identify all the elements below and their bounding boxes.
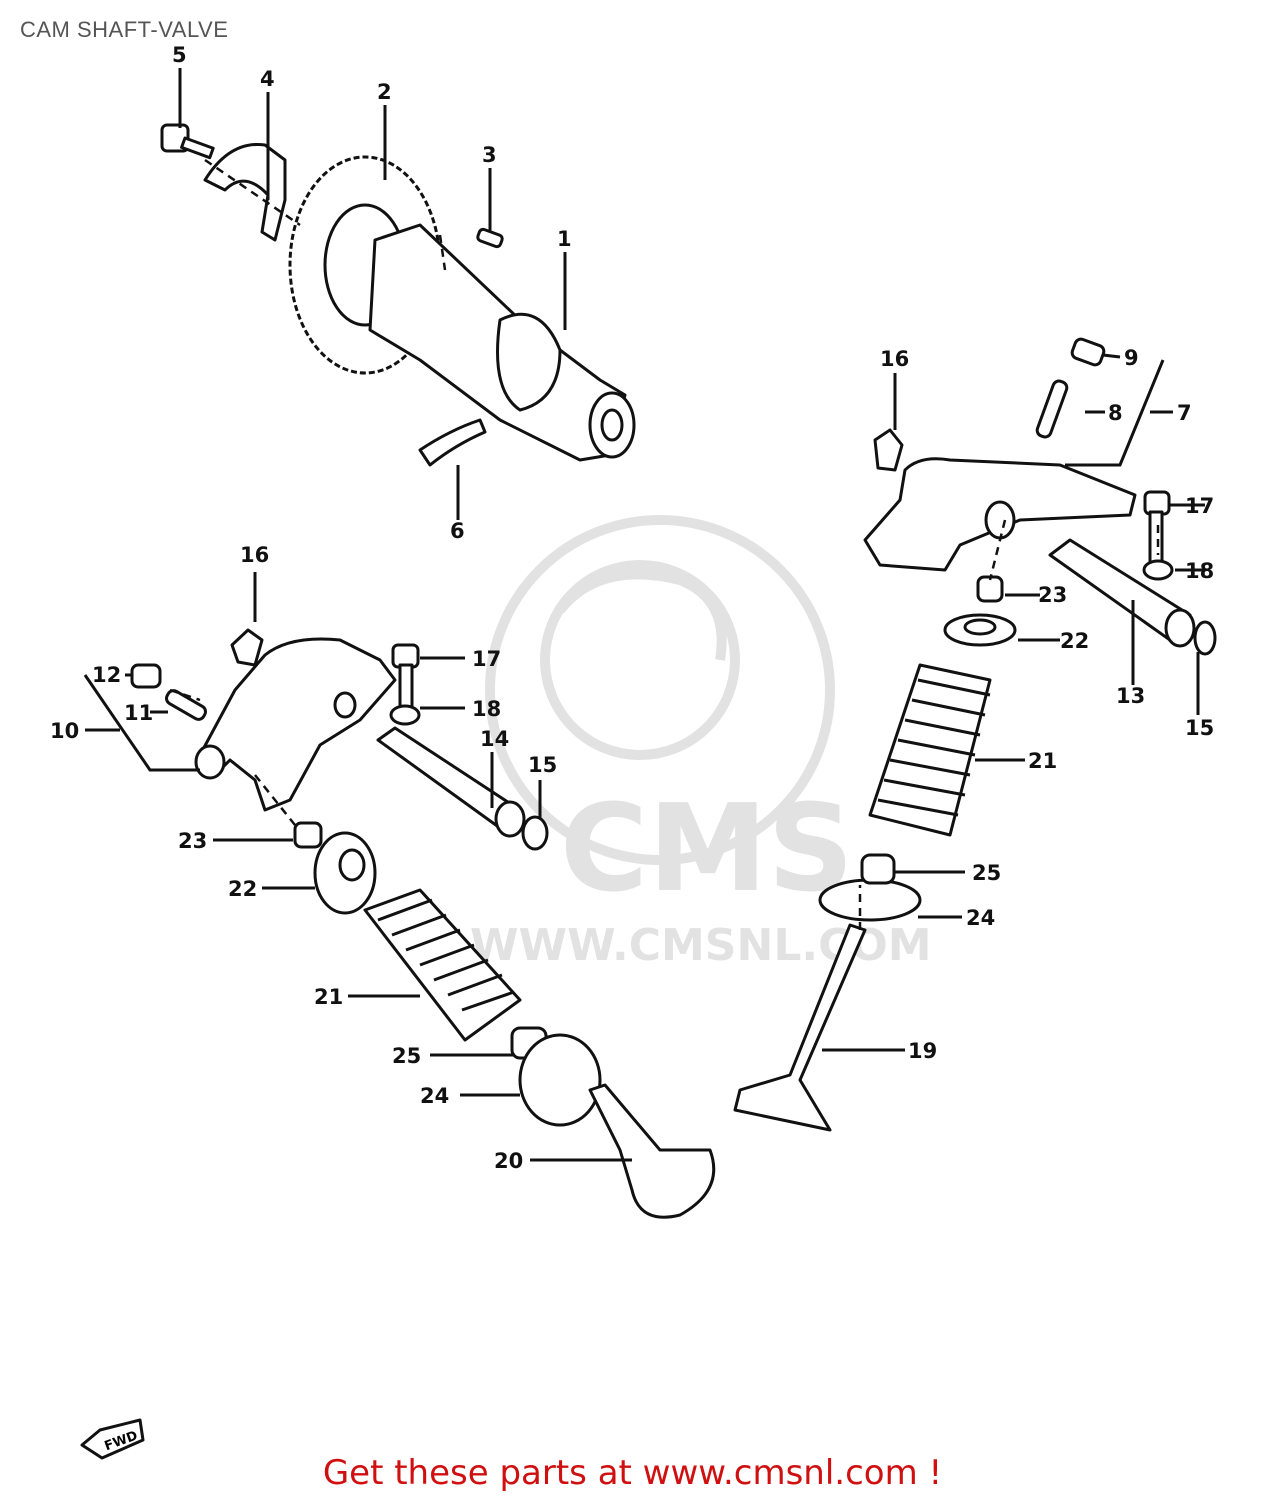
callout-25-left: 25 [392,1044,421,1068]
callout-20: 20 [494,1149,523,1173]
footer-parts-link[interactable]: Get these parts at www.cmsnl.com ! [322,1453,943,1493]
rocker-shaft-exhaust[interactable] [1048,538,1196,648]
callout-23-left: 23 [178,829,207,853]
callout-5: 5 [172,43,187,67]
callout-2: 2 [377,80,392,104]
callout-16-left: 16 [240,543,269,567]
valve-spring-right[interactable] [868,663,992,837]
callout-8: 8 [1108,401,1123,425]
camshaft[interactable] [368,223,636,462]
callout-7: 7 [1177,401,1192,425]
callout-16-right: 16 [880,347,909,371]
cap-left[interactable] [293,821,323,849]
exhaust-valve[interactable] [733,923,867,1132]
leader-lines [83,68,1205,1162]
valve-spring-left[interactable] [363,888,522,1042]
callout-24-left: 24 [420,1084,449,1108]
adjusting-screw-upper[interactable] [1035,379,1069,439]
lock-nut-upper[interactable] [1070,337,1106,367]
adjusting-screw-left[interactable] [164,688,207,721]
callout-11: 11 [124,701,153,725]
lock-nut-left[interactable] [130,663,162,689]
callout-4: 4 [260,67,275,91]
rocker-arm-intake[interactable] [194,637,397,812]
callout-15-left: 15 [528,753,557,777]
callout-22-left: 22 [228,877,257,901]
cap-right[interactable] [976,575,1004,603]
intake-valve[interactable] [588,1083,716,1219]
retainer-right[interactable] [943,613,1017,647]
callout-25-right: 25 [972,861,1001,885]
retainer-lower-right[interactable] [818,878,922,922]
callout-18-right: 18 [1185,559,1214,583]
gasket-right[interactable] [873,428,904,472]
camshaft-thrust-washer[interactable] [418,418,487,467]
rocker-arm-exhaust[interactable] [863,457,1137,572]
o-ring-right[interactable] [1193,620,1217,656]
cam-chain-guide[interactable] [203,142,287,242]
callout-17-left: 17 [472,647,501,671]
o-ring-left[interactable] [521,815,549,851]
callout-17-right: 17 [1185,494,1214,518]
retainer-lower-left[interactable] [518,1033,602,1127]
dashed-alignment-lines [169,158,1160,930]
callout-13: 13 [1116,684,1145,708]
callout-10: 10 [50,719,79,743]
watermark-logo-text: CMS [560,780,854,919]
callout-12: 12 [92,663,121,687]
callout-19: 19 [908,1039,937,1063]
bolt-left[interactable] [391,643,420,709]
gasket-left[interactable] [230,628,264,667]
callout-21-left: 21 [314,985,343,1009]
callout-22-right: 22 [1060,629,1089,653]
guide-bolt[interactable] [160,123,215,160]
callouts: 5 4 2 3 1 6 16 9 8 7 17 18 23 22 13 15 2… [50,43,1214,1173]
callout-21-right: 21 [1028,749,1057,773]
cotter-right[interactable] [860,853,896,885]
callout-14: 14 [480,727,509,751]
sprocket-pin[interactable] [476,227,504,249]
callout-9: 9 [1124,346,1139,370]
callout-15-right: 15 [1185,716,1214,740]
rocker-shaft-intake[interactable] [376,726,526,838]
washer-right[interactable] [1142,559,1174,581]
washer-left[interactable] [389,704,421,726]
retainer-left[interactable] [313,831,377,915]
callout-6: 6 [450,519,465,543]
callout-23-right: 23 [1038,583,1067,607]
cms-watermark-logo: CMS WWW.CMSNL.COM [470,515,932,971]
callout-24-right: 24 [966,906,995,930]
callout-3: 3 [482,143,497,167]
callout-18-left: 18 [472,697,501,721]
page-title: CAM SHAFT-VALVE [20,17,229,42]
callout-1: 1 [557,227,572,251]
